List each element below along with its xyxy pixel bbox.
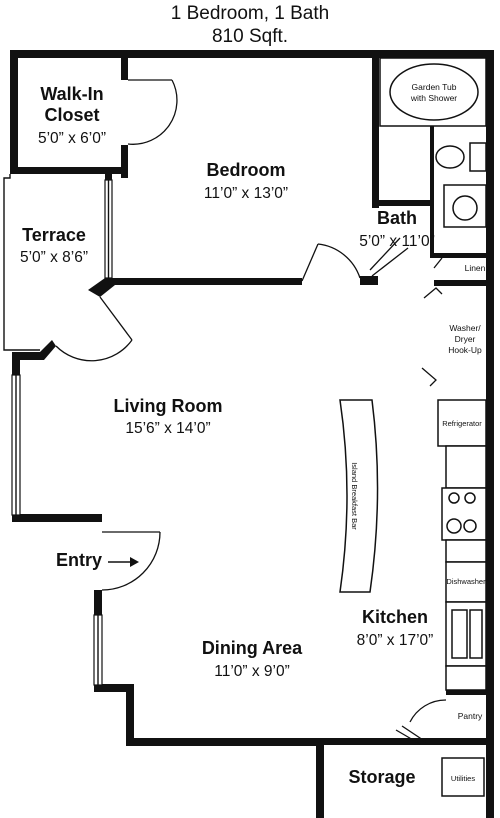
plan-title: 1 Bedroom, 1 Bath — [170, 3, 330, 24]
range — [441, 487, 487, 541]
dishwasher — [445, 561, 487, 603]
refrigerator-label: Refrigerator — [442, 419, 482, 428]
bedroom-dims: 11’0” x 13’0” — [204, 185, 288, 202]
washer-label-2: Dryer — [455, 334, 476, 344]
kitchen-dims: 8’0” x 17’0” — [357, 632, 434, 649]
terrace-outline — [3, 174, 40, 351]
terrace-name: Terrace — [22, 225, 86, 245]
storage-name: Storage — [348, 767, 415, 787]
garden-tub-label-2: with Shower — [410, 93, 457, 103]
washer-label-1: Washer/ — [449, 323, 481, 333]
closet-name-1: Walk-In — [40, 84, 103, 104]
washer-label-3: Hook-Up — [448, 345, 482, 355]
terrace-dims: 5’0” x 8’6” — [20, 249, 88, 266]
dining-area-name: Dining Area — [202, 638, 303, 658]
pantry-label: Pantry — [458, 711, 483, 721]
dining-area-dims: 11’0” x 9’0” — [214, 663, 290, 680]
entry-label: Entry — [56, 550, 102, 570]
utilities-box — [441, 757, 485, 797]
island-breakfast-bar — [339, 399, 379, 593]
living-room-name: Living Room — [114, 396, 223, 416]
garden-tub-label-1: Garden Tub — [412, 82, 457, 92]
bath-dims: 5’0” x 11’0” — [359, 233, 435, 250]
garden-tub — [389, 63, 479, 121]
linen-label: Linen — [465, 263, 486, 273]
plan-area: 810 Sqft. — [211, 26, 289, 47]
kitchen-name: Kitchen — [362, 607, 428, 627]
closet-name-2: Closet — [44, 105, 99, 125]
bath-name: Bath — [377, 208, 417, 228]
living-room-dims: 15’6” x 14’0” — [125, 420, 210, 437]
dishwasher-label: Dishwasher — [446, 577, 486, 586]
entry-arrow-icon — [130, 557, 139, 567]
fixtures — [108, 57, 487, 797]
utilities-label: Utilities — [451, 774, 475, 783]
windows — [11, 179, 113, 686]
toilet — [435, 145, 465, 169]
room-labels: Walk-In Closet 5’0” x 6’0” Bedroom 11’0”… — [20, 82, 486, 787]
closet-dims: 5’0” x 6’0” — [38, 130, 106, 147]
bath-sink — [452, 195, 478, 221]
bedroom-name: Bedroom — [206, 160, 285, 180]
island-label: Island Breakfast Bar — [350, 462, 359, 530]
doors — [55, 79, 447, 745]
